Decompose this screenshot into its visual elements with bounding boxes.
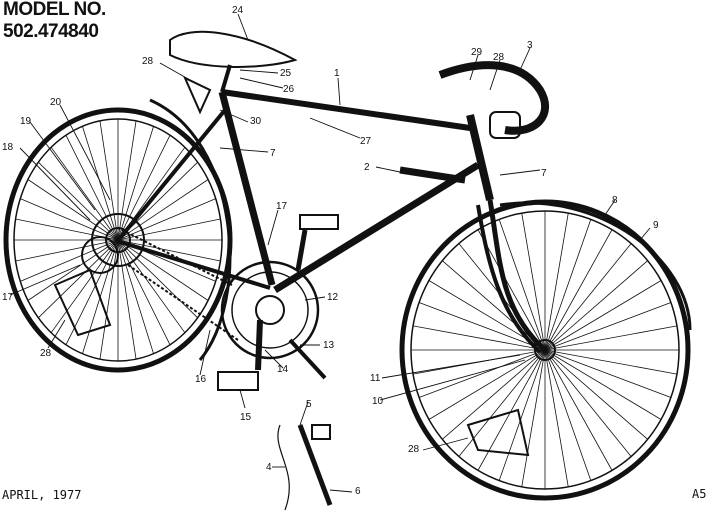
callout-24: 24: [232, 5, 244, 16]
revision-date: APRIL, 1977: [2, 488, 82, 502]
front-fork: [487, 199, 547, 352]
front-wheel-reflector: [466, 408, 530, 457]
brake-lever-grip: [399, 166, 466, 184]
callout-13: 13: [323, 340, 335, 351]
down-tube: [273, 162, 480, 293]
callout-3: 3: [527, 40, 533, 51]
callout-28: 28: [493, 52, 505, 63]
top-tube: [221, 89, 471, 131]
callout-18: 18: [2, 142, 14, 153]
callout-15: 15: [240, 412, 252, 423]
saddle: [169, 30, 298, 68]
reflector-bracket: [182, 75, 212, 115]
callout-17: 17: [2, 292, 14, 303]
pedal-upper: [299, 214, 339, 230]
bracket-line: [277, 424, 290, 511]
callout-19: 19: [20, 116, 32, 127]
callout-29: 29: [471, 47, 483, 58]
handlebar: [438, 61, 549, 135]
callout-4: 4: [266, 462, 272, 473]
callout-12: 12: [327, 292, 339, 303]
rear-derailleur: [81, 236, 119, 274]
callout-25: 25: [280, 68, 292, 79]
chain: [117, 227, 239, 341]
callout-6: 6: [355, 486, 361, 497]
model-label: MODEL NO.: [3, 0, 106, 20]
callout-27: 27: [360, 136, 372, 147]
pedal-crank-part: [297, 424, 333, 506]
rear-wheel-reflector: [53, 268, 112, 337]
pedal-lower: [217, 371, 259, 391]
headlight: [489, 111, 521, 139]
rear-spokes: [14, 119, 222, 361]
callout-7: 7: [270, 148, 276, 159]
callout-26: 26: [283, 84, 295, 95]
seat-tube: [218, 91, 276, 286]
callout-20: 20: [50, 97, 62, 108]
callout-17: 17: [276, 201, 288, 212]
front-fender: [499, 201, 692, 331]
crank-arm: [255, 319, 263, 371]
seat-stay: [118, 108, 227, 240]
sheet-id: A5: [692, 487, 707, 501]
kickstand: [288, 338, 327, 380]
callout-14: 14: [277, 364, 289, 375]
chain-stay: [119, 240, 271, 290]
rear-fender: [149, 98, 232, 361]
callout-1: 1: [334, 68, 340, 79]
callout-16: 16: [195, 374, 207, 385]
callout-5: 5: [306, 399, 312, 410]
callout-2: 2: [364, 162, 370, 173]
callout-7: 7: [541, 168, 547, 179]
front-tire: [399, 199, 691, 501]
chainring: [220, 260, 320, 360]
callout-28: 28: [142, 56, 154, 67]
callout-9: 9: [653, 220, 659, 231]
callout-30: 30: [250, 116, 262, 127]
head-tube: [466, 114, 494, 201]
model-number: 502.474840: [3, 21, 99, 42]
callout-28: 28: [408, 444, 420, 455]
callout-11: 11: [370, 373, 381, 384]
callout-10: 10: [372, 396, 384, 407]
callout-8: 8: [612, 195, 618, 206]
callout-28: 28: [40, 348, 52, 359]
